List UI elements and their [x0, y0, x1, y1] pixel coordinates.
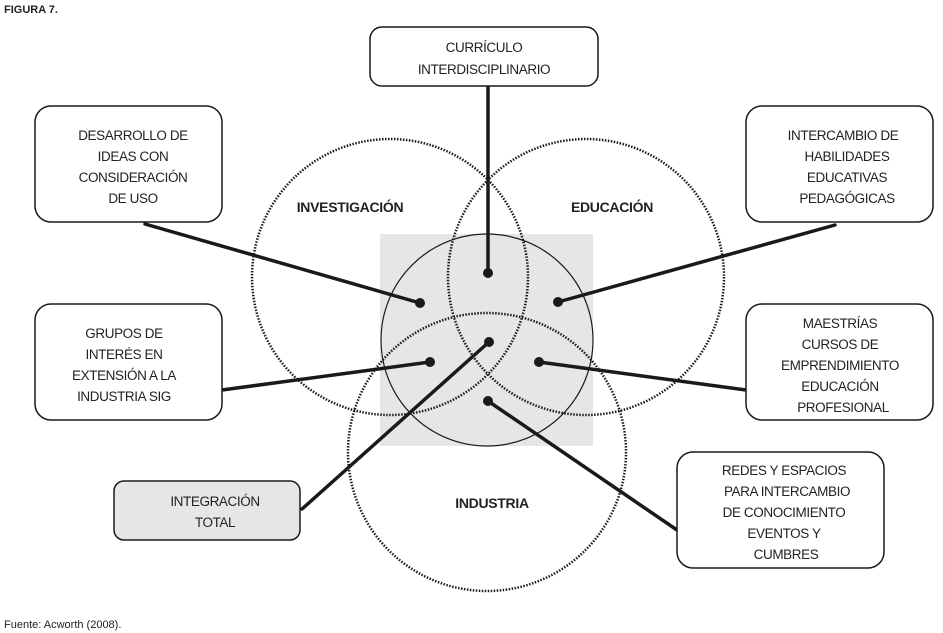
svg-text:DE CONOCIMIENTO: DE CONOCIMIENTO: [723, 505, 846, 520]
dot: [484, 337, 494, 347]
svg-text:HABILIDADES: HABILIDADES: [805, 149, 890, 164]
svg-text:INTERÉS EN: INTERÉS EN: [85, 347, 162, 362]
svg-text:EXTENSIÓN A LA: EXTENSIÓN A LA: [72, 368, 176, 383]
svg-text:INTERCAMBIO DE: INTERCAMBIO DE: [788, 128, 899, 143]
connectors: [143, 84, 837, 532]
figure-title: FIGURA 7.: [4, 4, 58, 16]
svg-text:CUMBRES: CUMBRES: [754, 547, 819, 562]
box-intercambio: INTERCAMBIO DE HABILIDADES EDUCATIVAS PE…: [745, 105, 934, 223]
circle-industria: [346, 311, 628, 593]
dot: [483, 268, 493, 278]
svg-text:INTERDISCIPLINARIO: INTERDISCIPLINARIO: [418, 62, 550, 77]
svg-text:CURRÍCULO: CURRÍCULO: [446, 40, 523, 55]
svg-text:REDES Y ESPACIOS: REDES Y ESPACIOS: [722, 463, 847, 478]
svg-text:EDUCATIVAS: EDUCATIVAS: [807, 170, 888, 185]
connector-intercambio: [556, 223, 837, 304]
svg-text:DE USO: DE USO: [108, 191, 157, 206]
dot: [553, 297, 563, 307]
box-desarrollo: DESARROLLO DE IDEAS CON CONSIDERACIÓN DE…: [34, 105, 223, 223]
svg-text:CURSOS DE: CURSOS DE: [802, 337, 879, 352]
svg-text:EMPRENDIMIENTO: EMPRENDIMIENTO: [781, 358, 899, 373]
svg-text:INTEGRACIÓN: INTEGRACIÓN: [170, 494, 259, 509]
dot: [425, 357, 435, 367]
connector-integracion: [300, 340, 491, 511]
connector-redes: [486, 399, 679, 532]
box-maestrias: MAESTRÍAS CURSOS DE EMPRENDIMIENTO EDUCA…: [745, 303, 934, 421]
source-note: Fuente: Acworth (2008).: [4, 619, 121, 631]
connector-maestrias: [537, 360, 748, 392]
label-investigacion: INVESTIGACIÓN: [297, 198, 404, 215]
circle-educacion: [446, 137, 726, 417]
svg-text:DESARROLLO DE: DESARROLLO DE: [78, 128, 188, 143]
svg-text:CONSIDERACIÓN: CONSIDERACIÓN: [79, 170, 188, 185]
svg-text:IDEAS CON: IDEAS CON: [98, 149, 169, 164]
circle-investigacion: [250, 137, 530, 417]
box-grupos: GRUPOS DE INTERÉS EN EXTENSIÓN A LA INDU…: [34, 303, 223, 421]
svg-text:PROFESIONAL: PROFESIONAL: [797, 400, 890, 415]
svg-text:TOTAL: TOTAL: [195, 515, 236, 530]
svg-text:GRUPOS DE: GRUPOS DE: [85, 326, 163, 341]
box-integracion: INTEGRACIÓN TOTAL: [113, 480, 301, 541]
dot: [483, 396, 493, 406]
dot: [415, 298, 425, 308]
connector-desarrollo: [143, 222, 422, 305]
box-redes: REDES Y ESPACIOS PARA INTERCAMBIO DE CON…: [676, 451, 885, 569]
svg-text:EDUCACIÓN: EDUCACIÓN: [801, 379, 878, 394]
box-curriculo: CURRÍCULO INTERDISCIPLINARIO: [369, 26, 599, 87]
svg-text:MAESTRÍAS: MAESTRÍAS: [803, 316, 878, 331]
svg-text:INDUSTRIA SIG: INDUSTRIA SIG: [77, 389, 171, 404]
dot: [534, 357, 544, 367]
svg-text:EVENTOS Y: EVENTOS Y: [747, 526, 821, 541]
connector-grupos: [220, 360, 432, 392]
label-industria: INDUSTRIA: [455, 495, 529, 511]
svg-text:PEDAGÓGICAS: PEDAGÓGICAS: [799, 191, 895, 206]
label-educacion: EDUCACIÓN: [571, 198, 653, 215]
svg-text:PARA INTERCAMBIO: PARA INTERCAMBIO: [724, 484, 850, 499]
